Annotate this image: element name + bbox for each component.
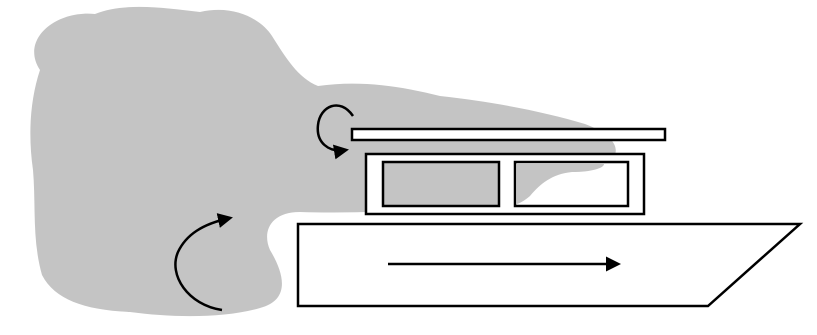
upper-rotation-arrow [316,104,355,160]
lid-plate [350,127,667,142]
lower-rotation-arrow [174,213,233,312]
smoke-cloud [30,6,616,317]
left-window-pane [381,160,501,208]
right-window-smoke [517,164,604,204]
